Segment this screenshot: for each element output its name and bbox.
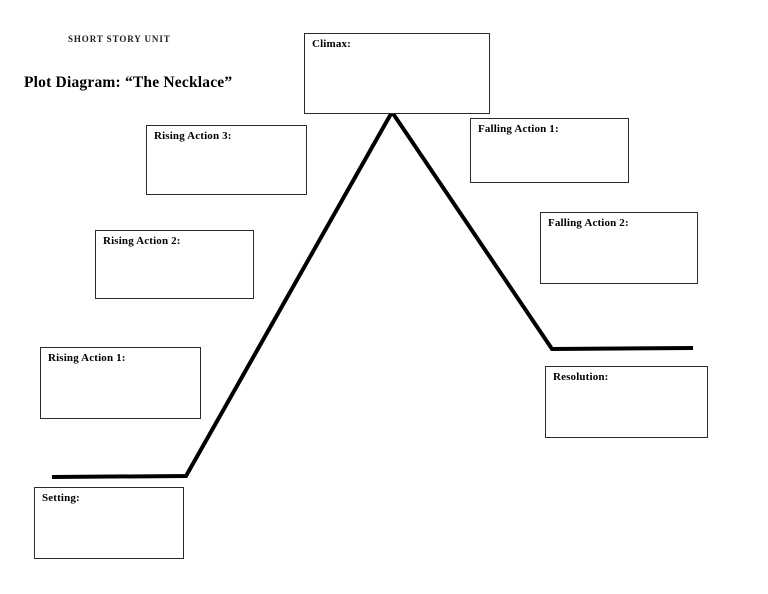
stage-label-resolution: Resolution:: [553, 371, 609, 383]
stage-label-setting: Setting:: [42, 492, 80, 504]
stage-box-rising-action-2[interactable]: Rising Action 2:: [95, 230, 254, 299]
unit-label: SHORT STORY UNIT: [68, 34, 171, 44]
stage-label-falling-action-2: Falling Action 2:: [548, 217, 629, 229]
stage-label-climax: Climax:: [312, 38, 351, 50]
stage-box-resolution[interactable]: Resolution:: [545, 366, 708, 438]
stage-label-rising-action-1: Rising Action 1:: [48, 352, 126, 364]
stage-box-rising-action-1[interactable]: Rising Action 1:: [40, 347, 201, 419]
page-title: Plot Diagram: “The Necklace”: [24, 74, 233, 91]
stage-label-rising-action-3: Rising Action 3:: [154, 130, 232, 142]
stage-box-falling-action-1[interactable]: Falling Action 1:: [470, 118, 629, 183]
stage-box-falling-action-2[interactable]: Falling Action 2:: [540, 212, 698, 284]
stage-box-setting[interactable]: Setting:: [34, 487, 184, 559]
stage-box-climax[interactable]: Climax:: [304, 33, 490, 114]
stage-box-rising-action-3[interactable]: Rising Action 3:: [146, 125, 307, 195]
stage-label-rising-action-2: Rising Action 2:: [103, 235, 181, 247]
stage-label-falling-action-1: Falling Action 1:: [478, 123, 559, 135]
